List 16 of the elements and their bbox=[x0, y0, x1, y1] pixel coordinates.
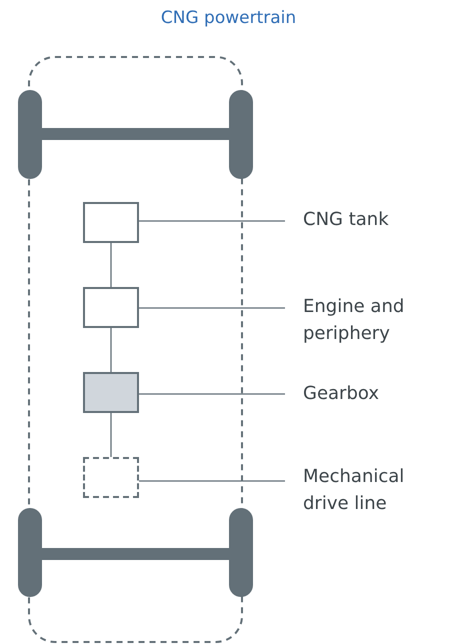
leader-line bbox=[139, 480, 285, 482]
connector-line bbox=[110, 243, 112, 287]
dashed-component-box bbox=[83, 457, 139, 498]
component-label: Gearbox bbox=[303, 382, 380, 406]
component-label: Mechanical drive line bbox=[303, 465, 406, 516]
component-label: CNG tank bbox=[303, 208, 390, 232]
component-box bbox=[83, 202, 139, 243]
leader-line bbox=[139, 220, 285, 222]
component-box bbox=[83, 287, 139, 328]
diagram-title: CNG powertrain bbox=[160, 8, 298, 28]
component-box bbox=[83, 372, 139, 413]
connector-line bbox=[110, 413, 112, 457]
leader-line bbox=[139, 393, 285, 395]
leader-line bbox=[139, 307, 285, 309]
component-label: Engine and periphery bbox=[303, 295, 406, 346]
connector-line bbox=[110, 328, 112, 372]
